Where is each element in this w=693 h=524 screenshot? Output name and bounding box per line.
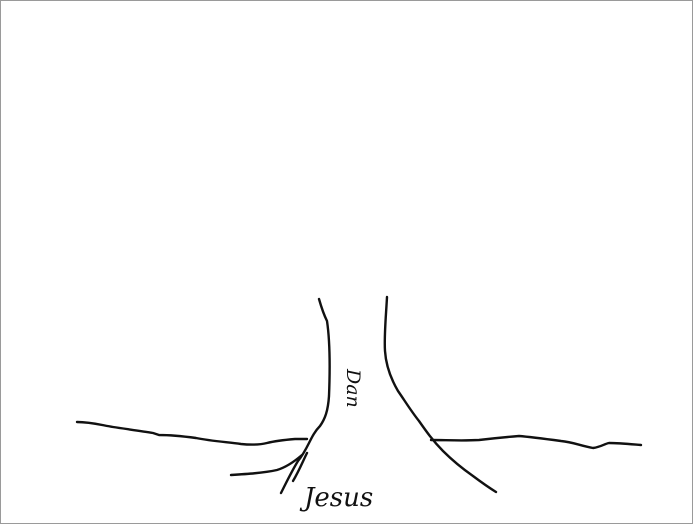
ground-line-right [429,434,643,450]
ground-line-left [75,420,309,446]
root-label: Jesus [299,483,373,513]
root-branch-left-inner [291,451,309,483]
trunk-label: Dan [342,368,364,408]
trunk-right-edge [383,295,498,494]
root-branch-left [229,453,304,477]
trunk-left-edge [279,297,331,495]
